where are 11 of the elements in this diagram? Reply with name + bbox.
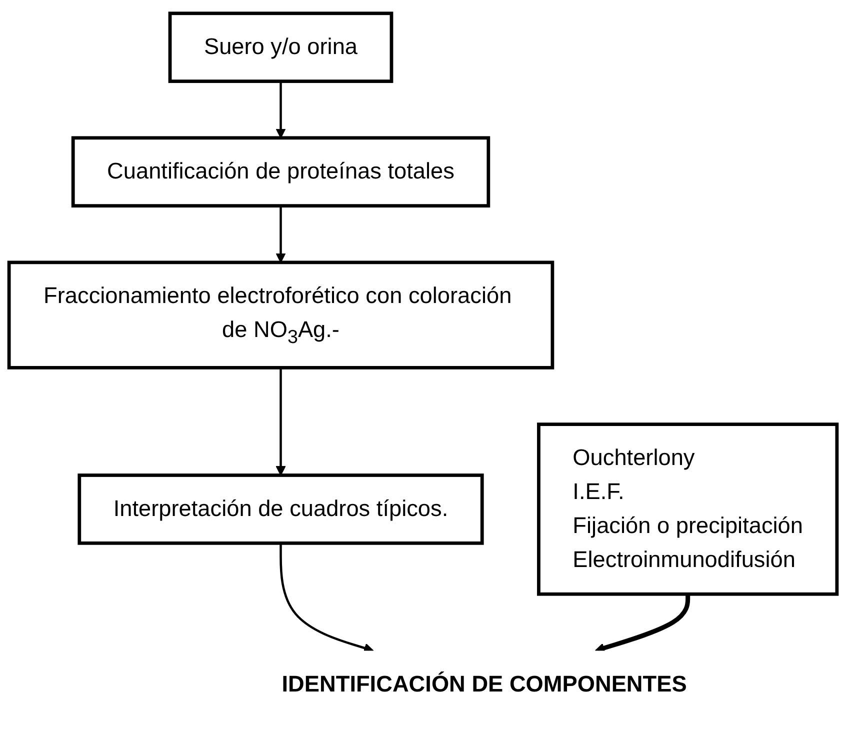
arrow — [276, 368, 286, 476]
node-box: Interpretación de cuadros típicos. — [78, 474, 484, 545]
arrow — [276, 81, 286, 138]
node-box: Suero y/o orina — [168, 12, 394, 83]
arrow — [594, 594, 690, 653]
node-box: Fraccionamiento electroforético con coloración de NO$_{3}$Ag.- — [7, 260, 554, 370]
arrow — [276, 206, 286, 263]
node-text: IDENTIFICACIÓN DE COMPONENTES — [282, 672, 687, 698]
node-box: Cuantificación de proteínas totales — [71, 136, 490, 208]
node-box: Ouchterlony I.E.F. Fijación o precipitación Electroinmunodifusión — [537, 422, 839, 596]
arrow — [280, 543, 374, 653]
